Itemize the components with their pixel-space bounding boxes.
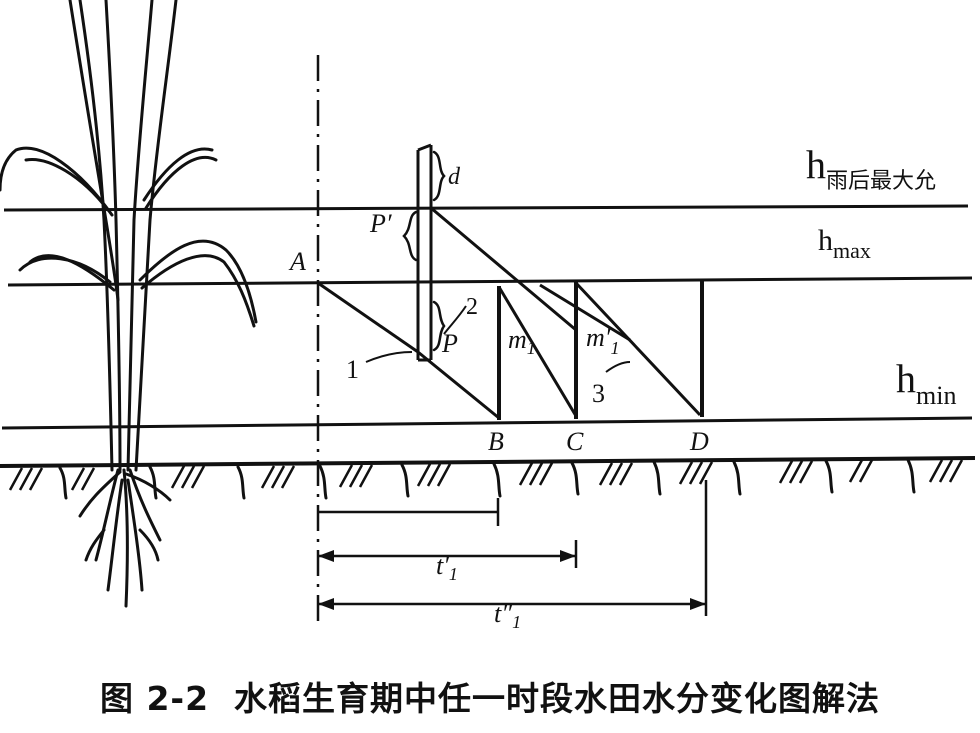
brace-d (432, 150, 446, 202)
decline-line-2b (497, 286, 578, 417)
h-rain-max-line (3, 204, 969, 212)
time-dimensions (318, 480, 708, 616)
label-t1-prime: t′1 (436, 551, 458, 584)
rice-plant-illustration (0, 0, 258, 608)
label-number-3: 3 (592, 379, 605, 408)
decline-line-2 (430, 206, 577, 332)
label-d: d (448, 164, 461, 190)
label-number-2: 2 (466, 294, 478, 320)
h-max-line (7, 276, 973, 287)
decline-line-1b (417, 350, 500, 420)
decline-line-1 (317, 281, 419, 354)
h-min-line (1, 416, 973, 430)
label-h-min: hmin (896, 356, 956, 410)
label-number-1: 1 (346, 355, 359, 384)
brace-p (432, 300, 446, 352)
label-point-c: C (566, 427, 584, 456)
ground-surface (0, 456, 976, 500)
level-lines (1, 204, 973, 430)
braces (402, 150, 446, 352)
label-p: P (441, 329, 458, 358)
water-balance-diagram: h雨后最大允 hmax hmin A B C D d P′ P m1 m′1 1… (0, 0, 976, 632)
label-point-b: B (488, 427, 504, 456)
label-h-rain-max: h雨后最大允 (806, 142, 936, 193)
leader-lines (365, 305, 631, 373)
label-m1: m1 (508, 325, 536, 358)
decline-line-3 (574, 281, 702, 417)
label-t1-double-prime: t″1 (494, 599, 521, 632)
decline-line-4 (539, 283, 631, 342)
brace-p-prime (402, 210, 418, 262)
label-m1-prime: m′1 (586, 323, 619, 358)
decline-lines (317, 206, 702, 420)
figure-caption: 图 2-2 水稻生育期中任一时段水田水分变化图解法 (99, 679, 881, 718)
label-point-a: A (288, 247, 306, 276)
rainfall-pulse (416, 143, 433, 362)
label-h-max: hmax (818, 224, 871, 263)
label-point-d: D (689, 427, 709, 456)
refill-lines (497, 280, 704, 420)
label-p-prime: P′ (369, 209, 392, 238)
